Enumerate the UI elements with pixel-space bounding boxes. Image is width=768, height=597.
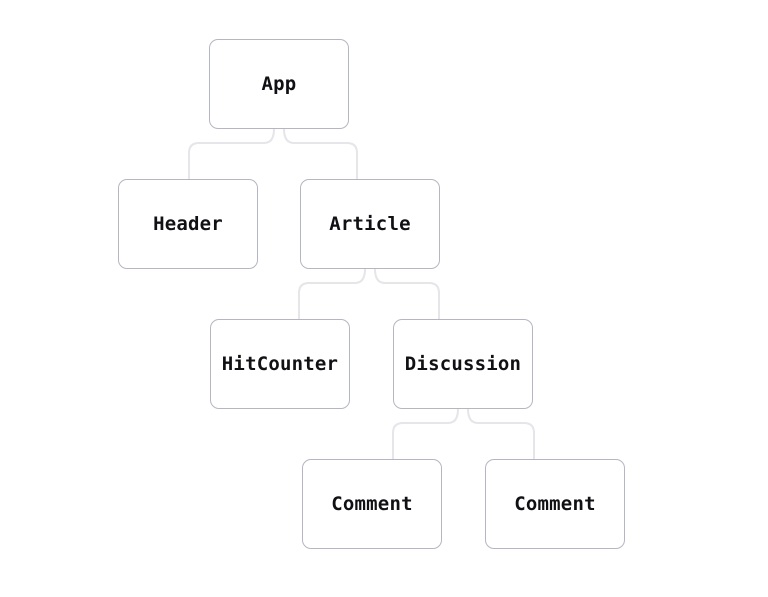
tree-node-app: App	[209, 39, 349, 129]
connector-article-hitcounter	[298, 268, 366, 319]
node-label-hitcounter: HitCounter	[221, 353, 339, 375]
node-label-comment-2: Comment	[514, 493, 596, 515]
node-label-app: App	[261, 73, 297, 95]
node-label-discussion: Discussion	[404, 353, 522, 375]
node-label-article: Article	[329, 213, 411, 235]
connector-article-discussion	[374, 268, 440, 319]
connector-app-article	[283, 128, 358, 179]
tree-node-header: Header	[118, 179, 258, 269]
node-label-comment-1: Comment	[331, 493, 413, 515]
node-label-header: Header	[153, 213, 223, 235]
tree-node-article: Article	[300, 179, 440, 269]
connector-discussion-comment-2	[467, 408, 535, 459]
connector-discussion-comment-1	[392, 408, 459, 459]
tree-node-hitcounter: HitCounter	[210, 319, 350, 409]
tree-node-comment-1: Comment	[302, 459, 442, 549]
tree-node-discussion: Discussion	[393, 319, 533, 409]
connector-app-header	[188, 128, 275, 179]
tree-node-comment-2: Comment	[485, 459, 625, 549]
